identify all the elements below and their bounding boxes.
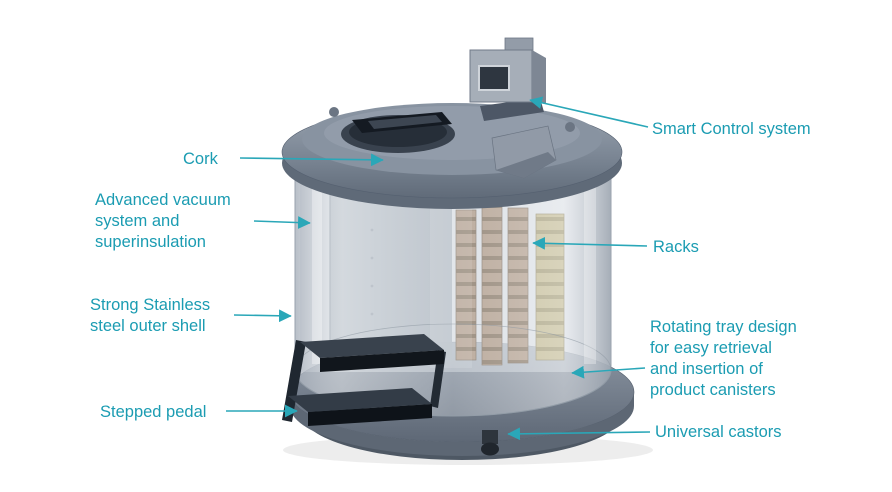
lid-bracket-shadow	[496, 152, 556, 178]
callout-arrows	[226, 96, 651, 441]
tray-arrow	[571, 365, 646, 379]
lifting-lug-right	[565, 122, 575, 132]
label-stepped-pedal: Stepped pedal	[100, 403, 207, 421]
tank-lid	[281, 37, 623, 209]
lifting-lug-left	[329, 107, 339, 117]
label-smart-control: Smart Control system	[652, 120, 811, 138]
label-universal-castors: Universal castors	[655, 423, 782, 441]
control-screen	[478, 65, 510, 91]
control-box	[469, 37, 546, 121]
stepped-pedal	[282, 334, 446, 426]
racks-arrow	[532, 236, 648, 250]
smart-control-arrow	[529, 96, 649, 128]
castors-arrow	[507, 427, 651, 441]
label-racks: Racks	[653, 238, 699, 256]
label-cork: Cork	[183, 150, 218, 168]
outer-shell	[294, 177, 612, 417]
castor	[481, 430, 499, 456]
label-vacuum-system: Advanced vacuum system and superinsulati…	[95, 191, 231, 252]
shell-arrow	[233, 309, 292, 323]
cork-device	[341, 112, 455, 153]
label-outer-shell: Strong Stainless steel outer shell	[90, 296, 211, 336]
vacuum-arrow	[253, 216, 311, 229]
label-rotating-tray: Rotating tray design for easy retrieval …	[650, 318, 797, 400]
cork-arrow	[239, 153, 384, 167]
